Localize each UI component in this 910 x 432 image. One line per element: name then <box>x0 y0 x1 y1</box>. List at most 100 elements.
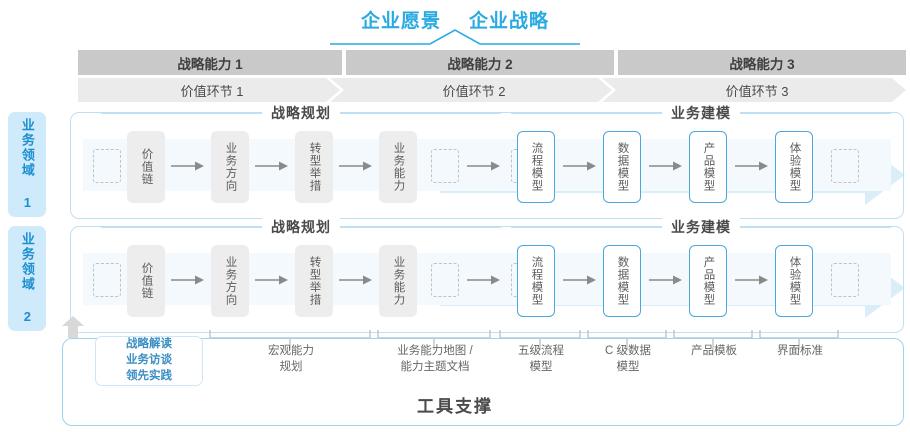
node-label: 流程模型 <box>530 142 543 192</box>
divider-right <box>740 112 891 114</box>
capability-header-row: 战略能力 1 战略能力 2 战略能力 3 <box>78 50 906 75</box>
node-label: 体验模型 <box>788 142 801 192</box>
line-1: 界面标准 <box>777 345 823 357</box>
node-product-model[interactable]: 产品模型 <box>689 131 727 203</box>
tool-highlight-box[interactable]: 战略解读业务访谈领先实践 <box>95 336 203 386</box>
capability-cell-1[interactable]: 战略能力 1 <box>78 50 342 75</box>
tool-highlight-line-2: 业务访谈 <box>126 354 172 367</box>
dashed-slot <box>431 149 459 183</box>
tool-labels: 战略解读业务访谈领先实践 宏观能力 规划 业务能力地图 / 能力主题文档 五级流… <box>70 336 902 386</box>
arrow-right-icon <box>339 275 372 285</box>
line-2: 能力主题文档 <box>400 360 470 373</box>
title-enterprise-strategy: 企业战略 <box>469 10 550 32</box>
domain-1-modeling-title-group: 业务建模 <box>511 103 891 123</box>
node-business-direction[interactable]: 业务方向 <box>211 245 249 317</box>
node-label: 价值链 <box>140 148 153 186</box>
sidebar-item-domain-1[interactable]: 业务领域 1 <box>8 112 46 217</box>
node-data-model[interactable]: 数据模型 <box>603 245 641 317</box>
domain-2-section-titles: 战略规划 业务建模 <box>71 217 903 237</box>
node-experience-model[interactable]: 体验模型 <box>775 245 813 317</box>
tool-label-macro-capability: 宏观能力 规划 <box>246 344 336 375</box>
arrow-right-icon <box>649 275 682 285</box>
node-label: 业务能力 <box>392 142 405 192</box>
tool-highlight-line-3: 领先实践 <box>126 369 172 382</box>
node-value-chain[interactable]: 价值链 <box>127 245 165 317</box>
arrow-right-icon <box>467 161 500 171</box>
domain-2-modeling-title: 业务建模 <box>662 217 740 237</box>
node-process-model[interactable]: 流程模型 <box>517 131 555 203</box>
node-label: 业务方向 <box>224 142 237 192</box>
node-transformation-measures[interactable]: 转型举措 <box>295 245 333 317</box>
tool-label-c-level-data: C 级数据 模型 <box>583 344 673 375</box>
node-experience-model[interactable]: 体验模型 <box>775 131 813 203</box>
tool-support-title: 工具支撑 <box>417 397 493 416</box>
domain-1-modeling-title: 业务建模 <box>662 103 740 123</box>
value-chain-label-1: 价值环节 1 <box>180 83 244 99</box>
divider-right <box>340 112 501 114</box>
node-data-model[interactable]: 数据模型 <box>603 131 641 203</box>
dashed-slot <box>831 263 859 297</box>
divider-right <box>340 226 501 228</box>
arrow-right-icon <box>171 161 204 171</box>
domain-1-section-titles: 战略规划 业务建模 <box>71 103 903 123</box>
line-2: 模型 <box>529 360 553 373</box>
tool-label-five-level-process: 五级流程 模型 <box>496 344 586 375</box>
node-business-capability[interactable]: 业务能力 <box>379 131 417 203</box>
arrow-right-icon <box>649 161 682 171</box>
dashed-slot <box>93 263 121 297</box>
domain-row-1: 战略规划 业务建模 价值链 业务方向 转型举措 <box>70 103 904 219</box>
divider-left <box>101 112 262 114</box>
dashed-slot <box>831 149 859 183</box>
tool-support-container <box>62 338 904 426</box>
node-business-capability[interactable]: 业务能力 <box>379 245 417 317</box>
domain-2-strategy-title: 战略规划 <box>262 217 340 237</box>
value-chain-cell-1[interactable]: 价值环节 1 <box>78 78 340 102</box>
capability-cell-2[interactable]: 战略能力 2 <box>346 50 614 75</box>
node-transformation-measures[interactable]: 转型举措 <box>295 131 333 203</box>
node-business-direction[interactable]: 业务方向 <box>211 131 249 203</box>
node-product-model[interactable]: 产品模型 <box>689 245 727 317</box>
tool-highlight-line-1: 战略解读 <box>126 338 172 351</box>
node-label: 数据模型 <box>616 142 629 192</box>
node-process-model[interactable]: 流程模型 <box>517 245 555 317</box>
tool-label-ui-standard: 界面标准 <box>755 344 845 360</box>
value-chain-cell-2[interactable]: 价值环节 2 <box>330 78 612 102</box>
domain-2-strategy-title-group: 战略规划 <box>101 217 501 237</box>
node-label: 数据模型 <box>616 256 629 306</box>
node-label: 产品模型 <box>702 256 715 306</box>
arrow-right-icon <box>563 161 596 171</box>
divider-left <box>101 226 262 228</box>
top-titles: 企业愿景 企业战略 <box>0 6 910 32</box>
apex-connector-icon <box>330 29 580 45</box>
node-label: 体验模型 <box>788 256 801 306</box>
divider-right <box>740 226 891 228</box>
domain-row-2: 战略规划 业务建模 价值链 业务方向 转型举措 <box>70 217 904 333</box>
domain-1-label: 业务领域 1 <box>19 117 35 212</box>
node-label: 产品模型 <box>702 142 715 192</box>
arrow-right-icon <box>735 161 768 171</box>
arrow-right-icon <box>735 275 768 285</box>
domain-2-modeling-title-group: 业务建模 <box>511 217 891 237</box>
sidebar-item-domain-2[interactable]: 业务领域 2 <box>8 226 46 331</box>
node-label: 转型举措 <box>308 142 321 192</box>
node-label: 流程模型 <box>530 256 543 306</box>
value-chain-cell-3[interactable]: 价值环节 3 <box>602 78 906 102</box>
line-1: 产品模板 <box>691 345 737 357</box>
line-1: 业务能力地图 / <box>397 345 473 357</box>
arrow-up-icon <box>62 316 84 338</box>
arrow-right-icon <box>467 275 500 285</box>
title-enterprise-vision: 企业愿景 <box>360 10 441 32</box>
node-label: 价值链 <box>140 262 153 300</box>
divider-left <box>511 226 662 228</box>
arrow-right-icon <box>563 275 596 285</box>
line-1: 五级流程 <box>518 345 564 357</box>
node-label: 业务能力 <box>392 256 405 306</box>
line-2: 规划 <box>279 360 303 373</box>
line-2: 模型 <box>616 360 640 373</box>
value-chain-row: 价值环节 1 价值环节 2 价值环节 3 <box>78 78 906 102</box>
domain-2-label: 业务领域 2 <box>19 231 35 326</box>
capability-cell-3[interactable]: 战略能力 3 <box>618 50 906 75</box>
tool-label-capability-map: 业务能力地图 / 能力主题文档 <box>370 344 500 375</box>
node-value-chain[interactable]: 价值链 <box>127 131 165 203</box>
domain-1-strategy-title-group: 战略规划 <box>101 103 501 123</box>
